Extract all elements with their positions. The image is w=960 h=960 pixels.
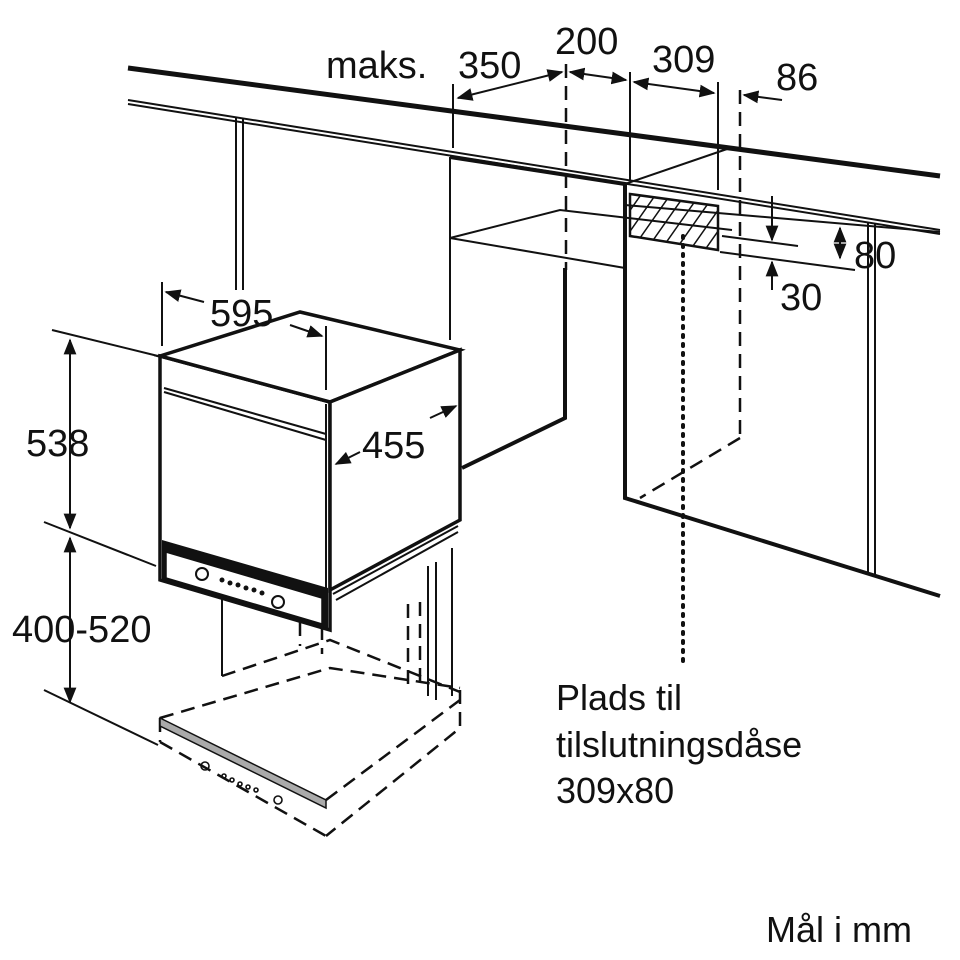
height-538-label: 538 bbox=[26, 423, 89, 465]
open-door bbox=[158, 638, 462, 838]
height-dimensions bbox=[43, 282, 458, 746]
max-label: maks. bbox=[326, 45, 427, 87]
box-height-80-label: 80 bbox=[854, 235, 896, 277]
box-width-309-label: 309 bbox=[652, 39, 715, 81]
connection-note-line1: Plads til bbox=[556, 677, 682, 718]
units-label: Mål i mm bbox=[766, 909, 912, 950]
top-dimension-lines bbox=[452, 67, 783, 190]
box-height-dimension bbox=[719, 196, 856, 290]
door-buttons-icon bbox=[200, 761, 283, 805]
control-knob-left-icon bbox=[195, 567, 209, 581]
control-knob-right-icon bbox=[271, 595, 285, 609]
offset-30-label: 30 bbox=[780, 277, 822, 319]
left-cabinet-side bbox=[235, 118, 244, 290]
install-height-label: 400-520 bbox=[12, 609, 151, 651]
offset-200-label: 200 bbox=[555, 21, 618, 63]
offset-86-label: 86 bbox=[776, 57, 818, 99]
door-panel bbox=[159, 716, 327, 810]
control-buttons-icon bbox=[219, 577, 265, 596]
connection-note-line2: tilslutningsdåse bbox=[556, 724, 802, 765]
connection-note-line3: 309x80 bbox=[556, 770, 674, 811]
appliance-legs bbox=[221, 548, 453, 700]
appliance bbox=[153, 310, 466, 633]
depth-455-label: 455 bbox=[362, 425, 425, 467]
width-595-label: 595 bbox=[210, 293, 273, 335]
connection-box bbox=[628, 192, 720, 670]
depth-350-label: 350 bbox=[458, 45, 521, 87]
